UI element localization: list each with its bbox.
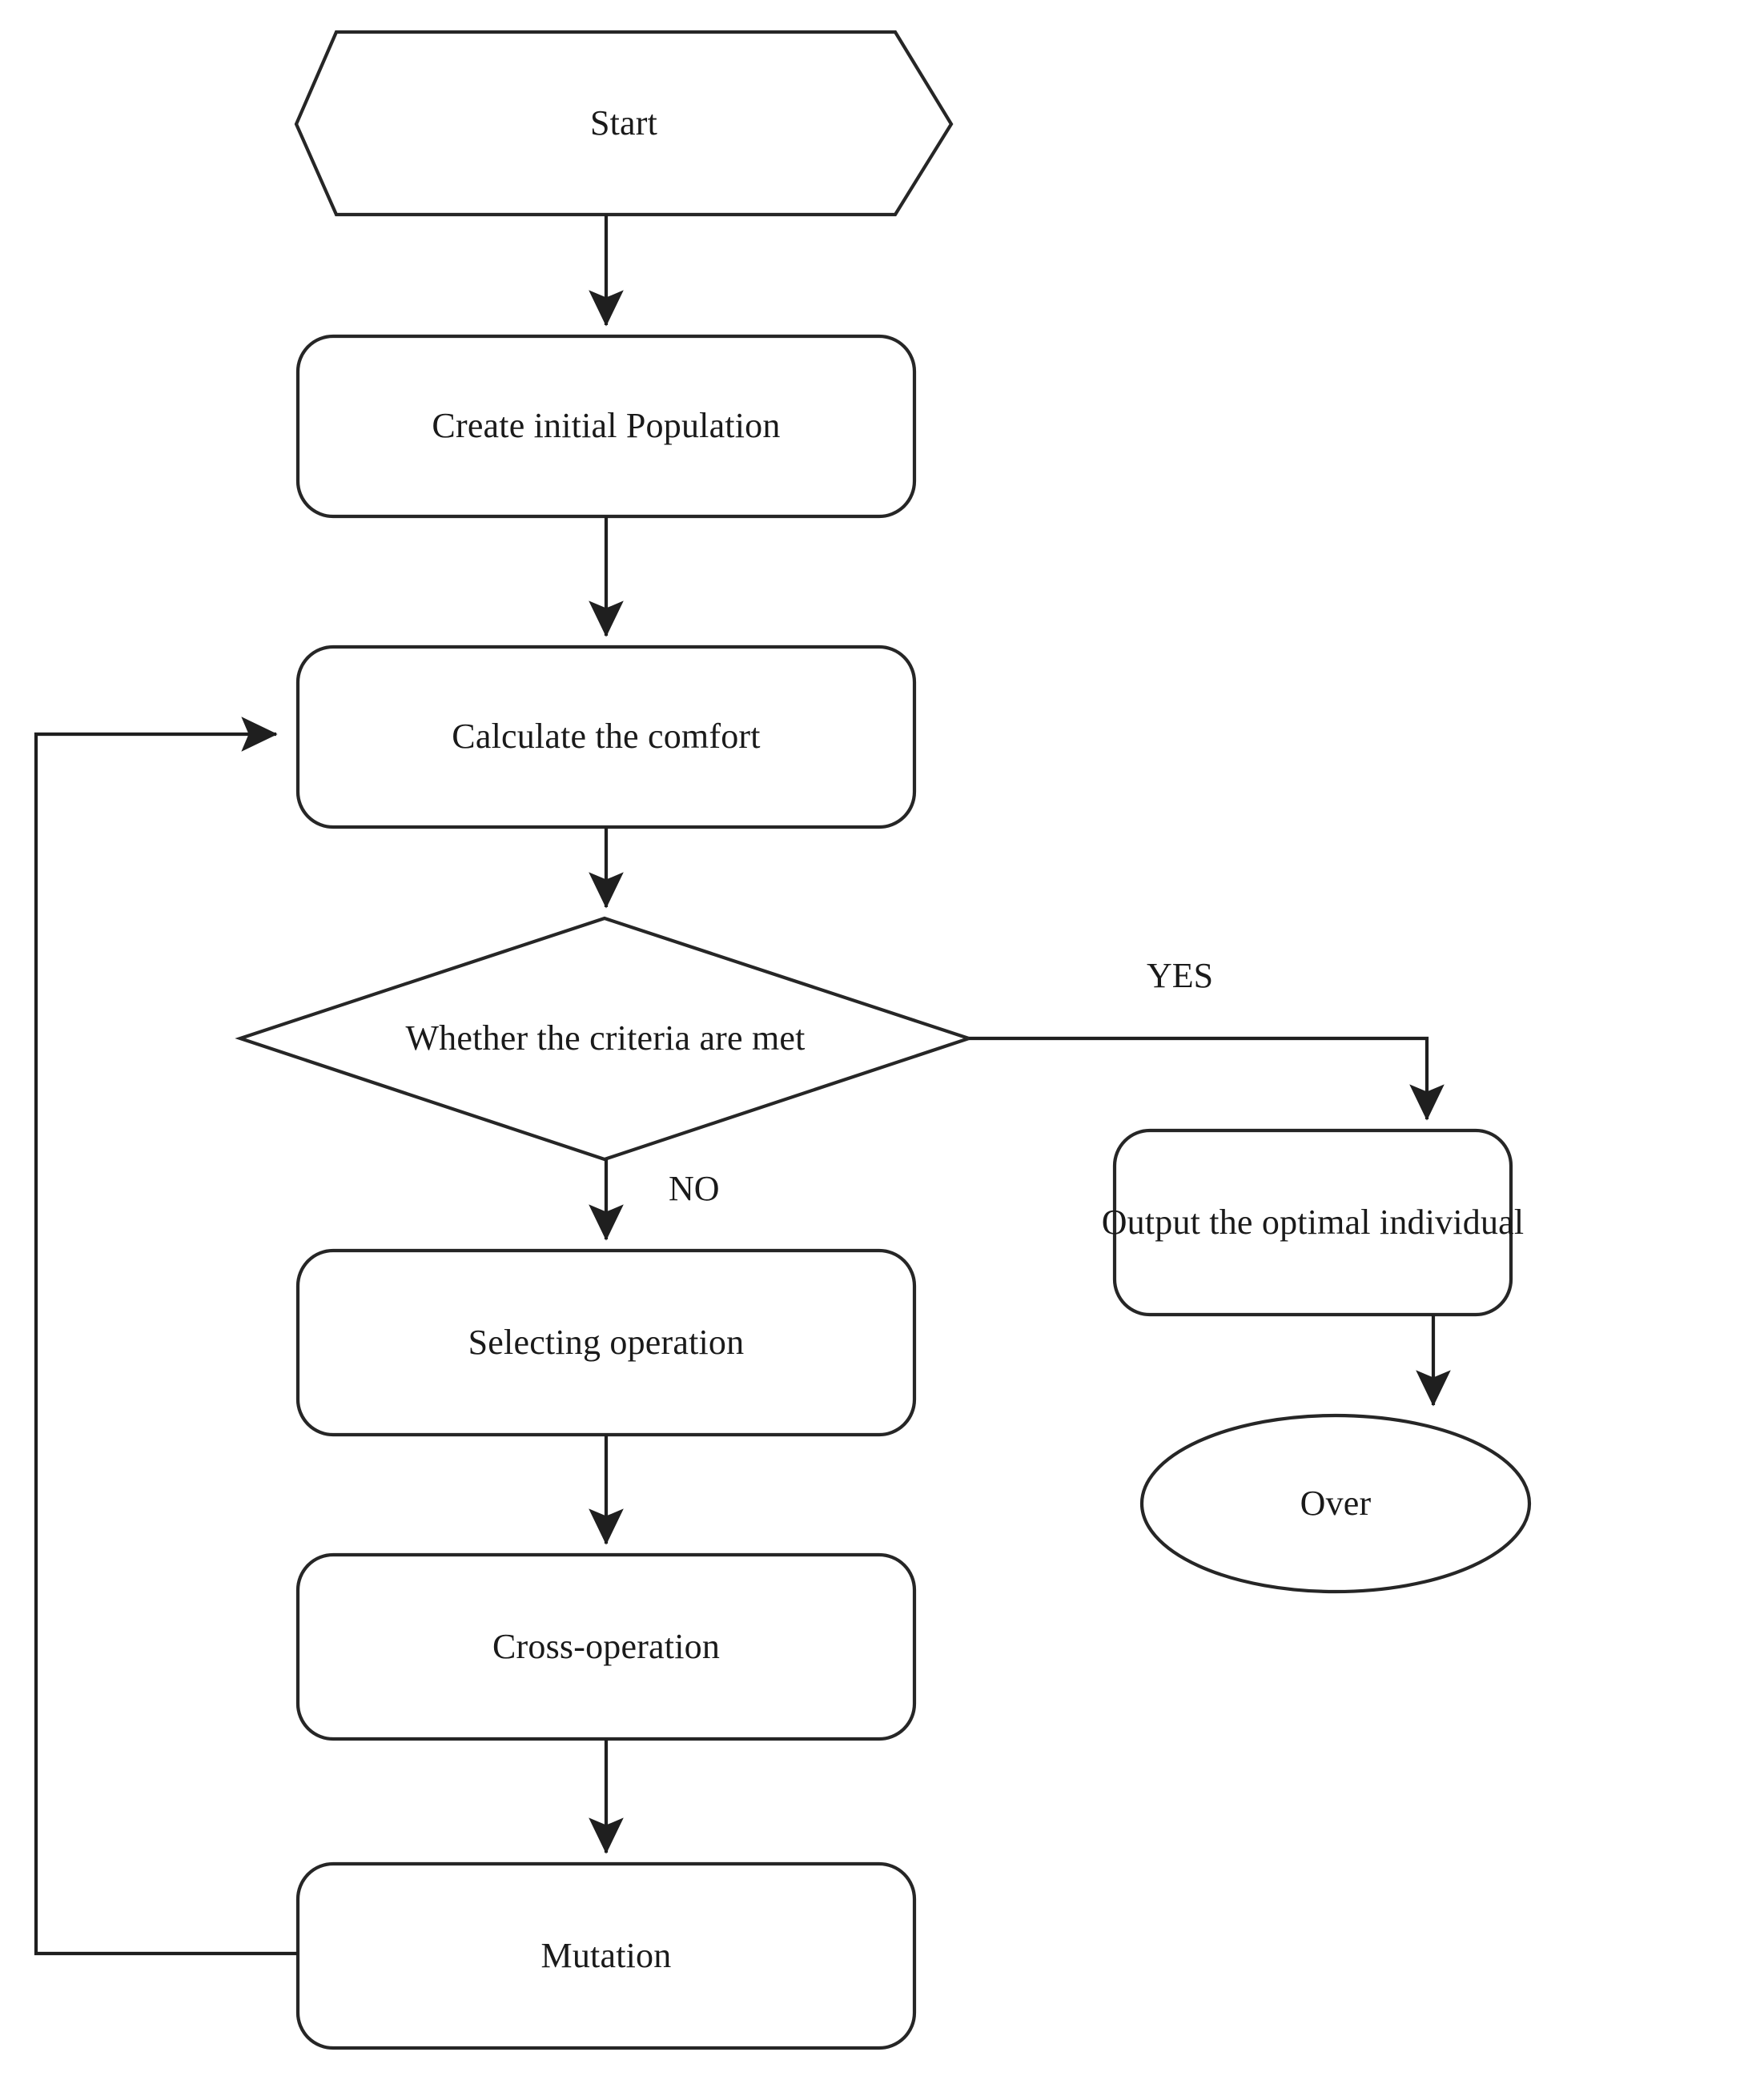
- node-selecting-operation[interactable]: [298, 1251, 914, 1435]
- node-whether-the-criteria-are-met[interactable]: [240, 918, 969, 1159]
- node-shape-over: [1139, 1413, 1532, 1594]
- node-shape-start: [294, 30, 954, 217]
- edge-mutation-to-comfort-loop: [34, 717, 298, 1956]
- node-shape-output: [1112, 1128, 1513, 1317]
- node-output-the-optimal-individual[interactable]: [1115, 1130, 1511, 1315]
- node-shape-mutation: [295, 1861, 917, 2050]
- node-start[interactable]: [296, 32, 951, 215]
- node-over[interactable]: [1142, 1415, 1529, 1592]
- node-mutation[interactable]: [298, 1864, 914, 2048]
- edge-decision-to-output: [969, 1036, 1445, 1121]
- node-cross-operation[interactable]: [298, 1555, 914, 1739]
- node-calculate-the-comfort[interactable]: [298, 647, 914, 827]
- node-create-initial-population[interactable]: [298, 336, 914, 516]
